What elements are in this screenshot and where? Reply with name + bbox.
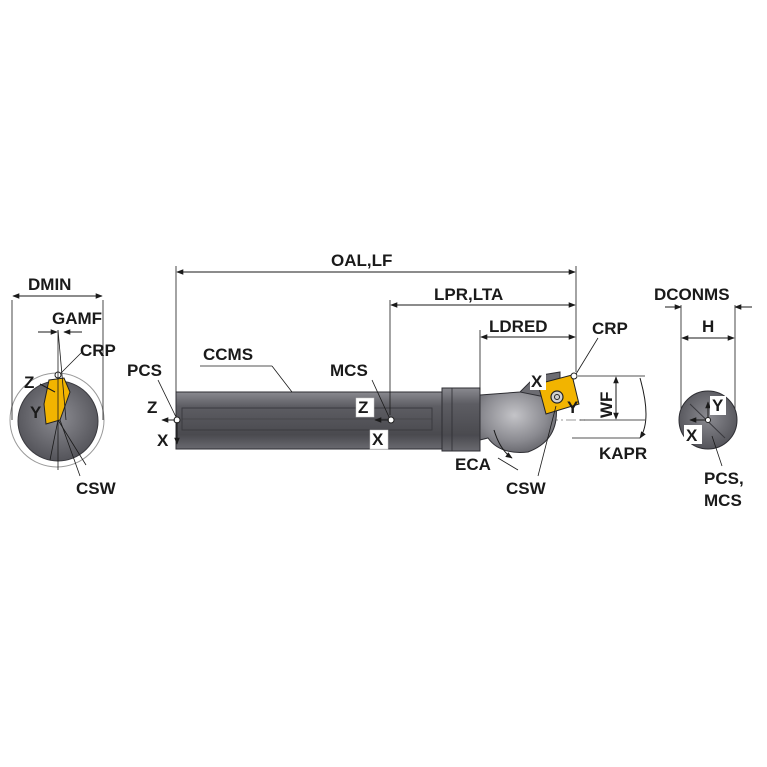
x-end-label: X xyxy=(686,426,698,445)
x-pcs-label: X xyxy=(157,431,169,450)
flange xyxy=(441,387,481,452)
kapr-label: KAPR xyxy=(599,444,647,463)
crp-right-label: CRP xyxy=(592,319,628,338)
right-end-view: DCONMS H Y X PCS, MCS xyxy=(654,285,752,510)
csw-right-label: CSW xyxy=(506,479,547,498)
gamf-label: GAMF xyxy=(52,309,102,328)
wf-label: WF xyxy=(597,392,616,418)
pcs-mcs-point xyxy=(705,417,711,423)
dmin-label: DMIN xyxy=(28,275,71,294)
mcs-label: MCS xyxy=(330,361,368,380)
lpr-lta-label: LPR,LTA xyxy=(434,285,503,304)
ccms-label: CCMS xyxy=(203,345,253,364)
csw-left-label: CSW xyxy=(76,479,117,498)
pcs-label: PCS xyxy=(127,361,162,380)
x-tip-label: X xyxy=(531,372,543,391)
y-tip-label: Y xyxy=(567,398,579,417)
pcs-mcs-label-line2: MCS xyxy=(704,491,742,510)
y-left-label: Y xyxy=(30,403,42,422)
eca-label: ECA xyxy=(455,455,491,474)
left-end-view: DMIN GAMF CRP Z Y CSW xyxy=(9,275,117,498)
crp-left-label: CRP xyxy=(80,341,116,360)
z-pcs-label: Z xyxy=(147,398,157,417)
dconms-label: DCONMS xyxy=(654,285,730,304)
h-label: H xyxy=(702,317,714,336)
z-mcs-label: Z xyxy=(358,398,368,417)
shank xyxy=(175,391,443,450)
oal-lf-label: OAL,LF xyxy=(331,251,392,270)
side-view: OAL,LF LPR,LTA LDRED CRP PCS CCMS MCS Z … xyxy=(127,251,647,498)
y-end-label: Y xyxy=(712,396,724,415)
pcs-mcs-label-line1: PCS, xyxy=(704,469,744,488)
z-left-label: Z xyxy=(24,373,34,392)
insert-screw xyxy=(550,390,564,404)
crp-point xyxy=(570,372,578,380)
ldred-label: LDRED xyxy=(489,317,548,336)
x-mcs-label: X xyxy=(372,430,384,449)
